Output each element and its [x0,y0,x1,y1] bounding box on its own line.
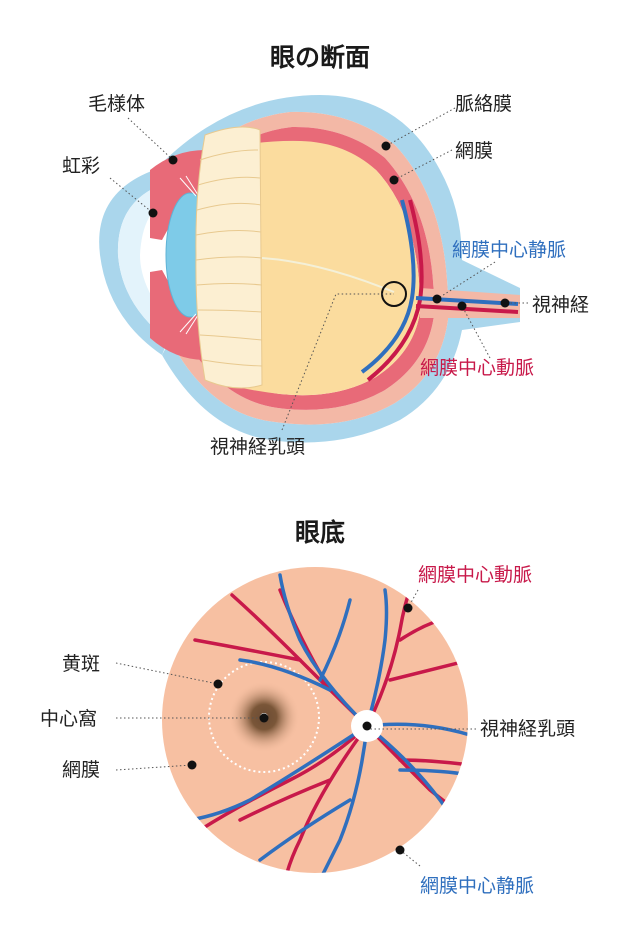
cs-central-vein [360,199,416,374]
label-iris: 虹彩 [62,155,100,177]
iris-upper [150,150,205,240]
label-fundus-central-retinal-artery: 網膜中心動脈 [418,564,532,586]
lens-fiber-lines [195,149,263,367]
label-fundus-retina: 網膜 [62,759,100,781]
label-fundus-central-retinal-vein: 網膜中心静脈 [420,875,534,897]
iris-lower [150,270,205,360]
label-macula: 黄斑 [62,653,100,675]
sclera [160,95,520,443]
label-optic-nerve: 視神経 [532,294,589,316]
vitreous-body [215,140,420,396]
cs-nerve-artery [415,304,519,314]
label-central-retinal-vein: 網膜中心静脈 [452,239,566,261]
anterior-chamber [117,183,176,340]
fundus-disc [162,567,468,873]
cornea [99,168,168,355]
label-ciliary-body: 毛様体 [88,93,145,115]
cross-section-annotations [109,107,528,431]
visual-axis-line [261,257,395,293]
cross-section-title: 眼の断面 [270,43,370,72]
label-choroid: 脈絡膜 [455,93,512,115]
fundus-annotations [115,589,476,867]
label-optic-disc: 視神経乳頭 [210,436,305,458]
fundus [162,567,468,873]
label-central-retinal-artery: 網膜中心動脈 [420,357,534,379]
label-fovea: 中心窩 [40,708,97,730]
label-fundus-optic-disc: 視神経乳頭 [480,718,575,740]
fundus-title: 眼底 [295,518,345,547]
label-retina: 網膜 [455,140,493,162]
macula-ring [208,661,320,773]
eye-cross-section [99,95,520,443]
